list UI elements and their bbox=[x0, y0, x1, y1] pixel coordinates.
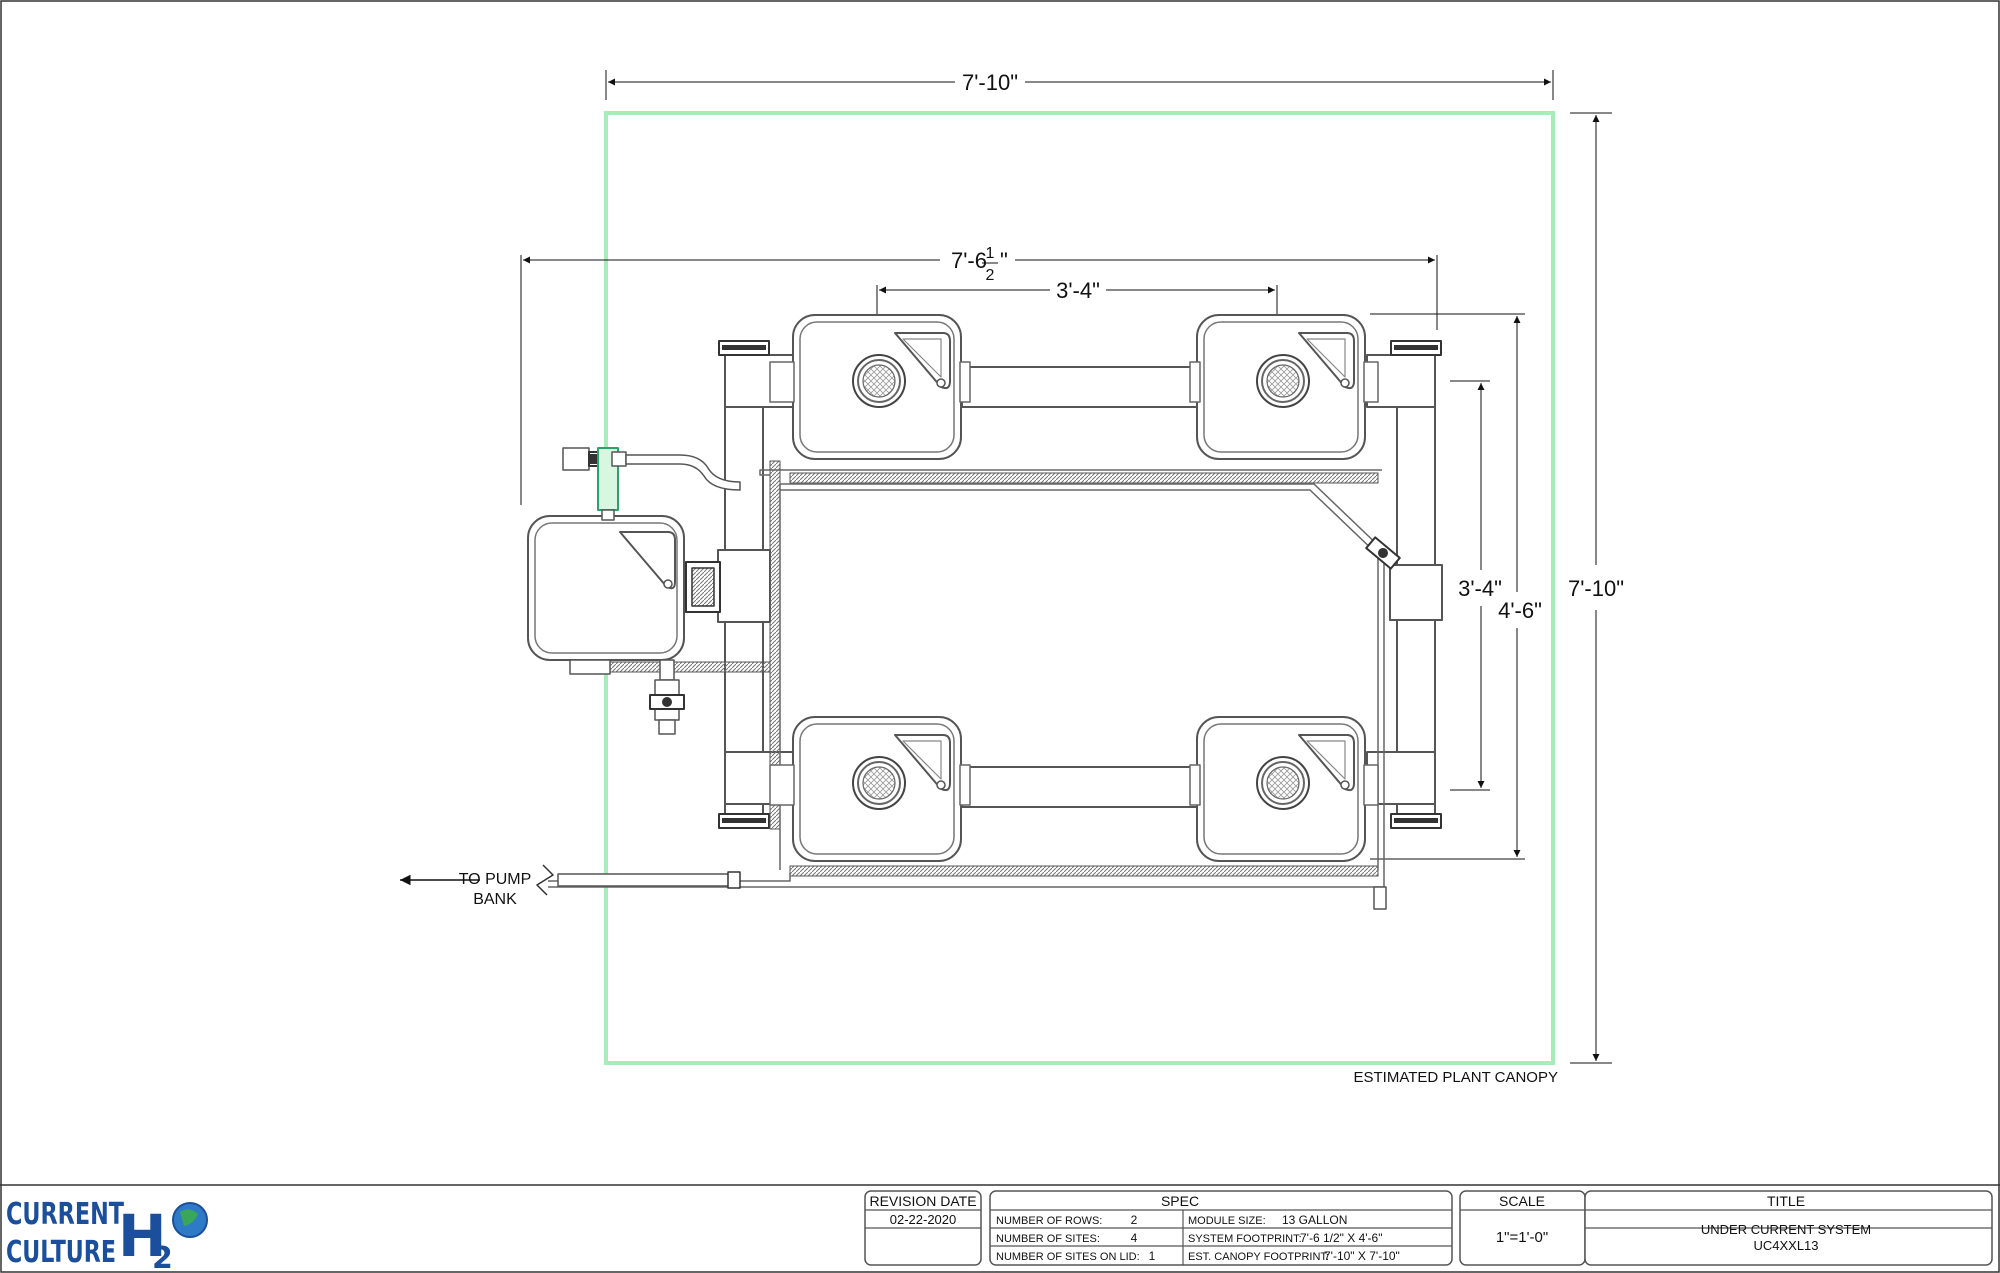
dimension-system-width: 7'-6 1 2 " bbox=[520, 245, 1438, 505]
logo-text-h: H bbox=[118, 1202, 167, 1270]
drain-line-control bbox=[609, 661, 771, 673]
dimension-site-spacing-y: 3'-4" bbox=[1450, 380, 1502, 791]
spec-sites-label: NUMBER OF SITES: bbox=[996, 1233, 1100, 1245]
bucket-bottom-right bbox=[1196, 716, 1366, 862]
left-manifold-tee bbox=[717, 549, 771, 623]
spec-footprint-label: SYSTEM FOOTPRINT: bbox=[1188, 1233, 1302, 1245]
spec-rows-label: NUMBER OF ROWS: bbox=[996, 1215, 1102, 1227]
company-logo: CURRENT CULTURE H 2 bbox=[6, 1197, 208, 1273]
pump-inlet-assembly bbox=[562, 447, 741, 521]
revision-date-header: REVISION DATE bbox=[869, 1193, 976, 1209]
logo-text-current: CURRENT bbox=[6, 1197, 124, 1232]
dimension-canopy-width: 7'-10" bbox=[605, 70, 1554, 100]
spec-module-label: MODULE SIZE: bbox=[1188, 1215, 1266, 1227]
drain-line-top bbox=[789, 472, 1379, 484]
logo-text-culture: CULTURE bbox=[6, 1235, 116, 1270]
dimension-site-spacing-x: 3'-4" bbox=[876, 278, 1278, 375]
scale-header: SCALE bbox=[1499, 1193, 1545, 1209]
spec-rows-value: 2 bbox=[1131, 1213, 1138, 1227]
to-pump-label-line1: TO PUMP bbox=[459, 871, 532, 888]
pipe-top-row bbox=[961, 366, 1201, 408]
dimension-fraction-denominator: 2 bbox=[986, 267, 995, 284]
title-header: TITLE bbox=[1767, 1193, 1805, 1209]
pump-bank-line bbox=[400, 864, 741, 896]
dimension-system-depth: 4'-6" bbox=[1370, 313, 1542, 860]
bucket-bottom-left bbox=[792, 716, 962, 862]
dimension-label-site-spacing-x: 3'-4" bbox=[1056, 278, 1100, 303]
dimension-fraction-quote: " bbox=[1000, 248, 1008, 273]
bucket-top-left bbox=[792, 314, 962, 460]
system-plan-view bbox=[400, 314, 1443, 910]
title-line1: UNDER CURRENT SYSTEM bbox=[1701, 1222, 1871, 1237]
dimension-label-site-spacing-y: 3'-4" bbox=[1458, 576, 1502, 601]
pipe-bottom-row bbox=[961, 766, 1201, 808]
scale-value: 1"=1'-0" bbox=[1496, 1229, 1548, 1246]
dimension-label-canopy-height: 7'-10" bbox=[1568, 576, 1624, 601]
spec-sites-value: 4 bbox=[1131, 1231, 1138, 1245]
dimension-label-system-depth: 4'-6" bbox=[1498, 598, 1542, 623]
bucket-top-right bbox=[1196, 314, 1366, 460]
spec-sites-lid-label: NUMBER OF SITES ON LID: bbox=[996, 1251, 1140, 1263]
spec-header: SPEC bbox=[1161, 1193, 1199, 1209]
title-box: TITLE UNDER CURRENT SYSTEM UC4XXL13 bbox=[1584, 1190, 1993, 1266]
to-pump-label-line2: BANK bbox=[473, 891, 517, 908]
drain-line-bottom bbox=[789, 865, 1379, 877]
canopy-label: ESTIMATED PLANT CANOPY bbox=[1354, 1069, 1559, 1086]
spec-footprint-value: 7'-6 1/2" X 4'-6" bbox=[1300, 1231, 1382, 1245]
title-line2: UC4XXL13 bbox=[1753, 1238, 1818, 1253]
drain-valve bbox=[649, 679, 685, 735]
right-manifold-tee bbox=[1389, 564, 1443, 621]
revision-date-value: 02-22-2020 bbox=[890, 1212, 957, 1227]
dimension-label-system-width: 7'-6 bbox=[951, 248, 987, 273]
logo-text-two: 2 bbox=[152, 1241, 173, 1273]
spec-box: SPEC NUMBER OF ROWS: 2 NUMBER OF SITES: … bbox=[989, 1190, 1453, 1266]
dimension-fraction-numerator: 1 bbox=[986, 245, 995, 262]
revision-date-box: REVISION DATE 02-22-2020 bbox=[864, 1190, 982, 1266]
spec-sites-lid-value: 1 bbox=[1149, 1249, 1156, 1263]
dimension-label-canopy-width: 7'-10" bbox=[962, 70, 1018, 95]
dimension-canopy-height: 7'-10" bbox=[1568, 112, 1624, 1064]
return-valve bbox=[1365, 536, 1401, 570]
control-bucket bbox=[527, 515, 721, 661]
spec-module-value: 13 GALLON bbox=[1282, 1213, 1347, 1227]
spec-canopy-value: 7'-10" X 7'-10" bbox=[1324, 1249, 1400, 1263]
spec-canopy-label: EST. CANOPY FOOTPRINT: bbox=[1188, 1251, 1329, 1263]
scale-box: SCALE 1"=1'-0" bbox=[1459, 1190, 1586, 1266]
